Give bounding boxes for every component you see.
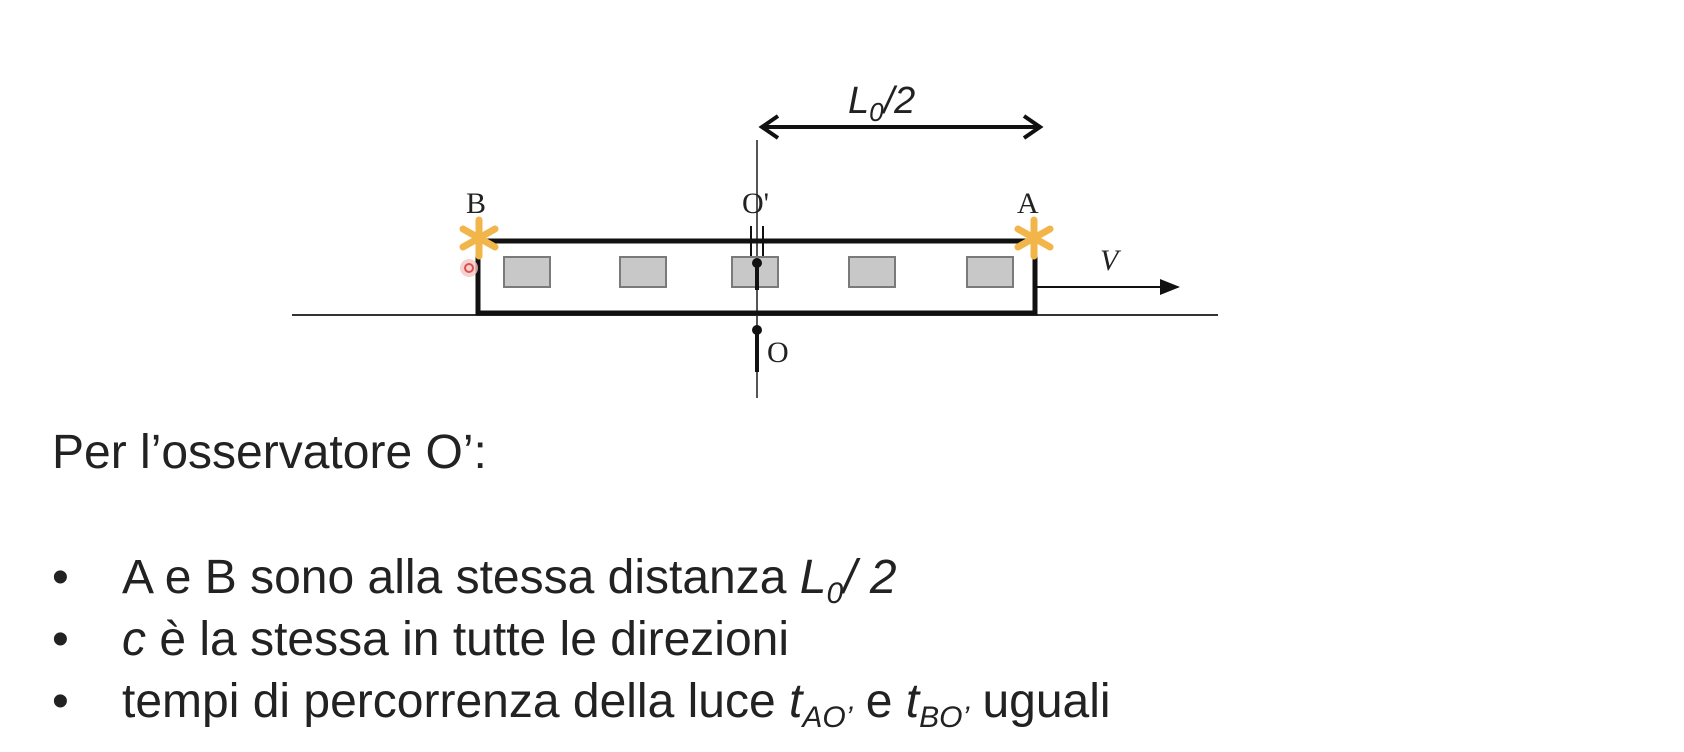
window	[619, 256, 667, 288]
observer-heading: Per l’osservatore O’:	[52, 426, 487, 479]
star-icon-b	[459, 216, 499, 260]
label-a: A	[1017, 187, 1039, 220]
cursor-marker-icon	[460, 259, 478, 277]
dimension-arrow	[758, 114, 1044, 140]
star-icon-a	[1014, 216, 1054, 260]
train-car	[475, 238, 1038, 316]
bullet-marker: •	[52, 675, 69, 728]
label-b: B	[466, 187, 486, 220]
label-o: O	[767, 336, 789, 369]
window	[503, 256, 551, 288]
dimension-label: L0/2	[848, 80, 915, 127]
bullet-text: A e B sono alla stessa distanza L0/ 2	[122, 551, 897, 610]
train-windows	[503, 256, 1014, 288]
train-diagram: L0/2 B O' A	[292, 80, 1218, 398]
window	[848, 256, 896, 288]
bullet-marker: •	[52, 551, 69, 604]
bullet-marker: •	[52, 613, 69, 666]
window	[966, 256, 1014, 288]
bullet-text: tempi di percorrenza della luce tAO’ e t…	[122, 675, 1111, 734]
label-v: V	[1100, 244, 1122, 277]
label-o-prime: O'	[742, 187, 769, 220]
observer-o-marker	[752, 325, 762, 372]
bullet-text: c è la stessa in tutte le direzioni	[122, 613, 790, 666]
observer-o-prime-marker	[750, 226, 764, 290]
